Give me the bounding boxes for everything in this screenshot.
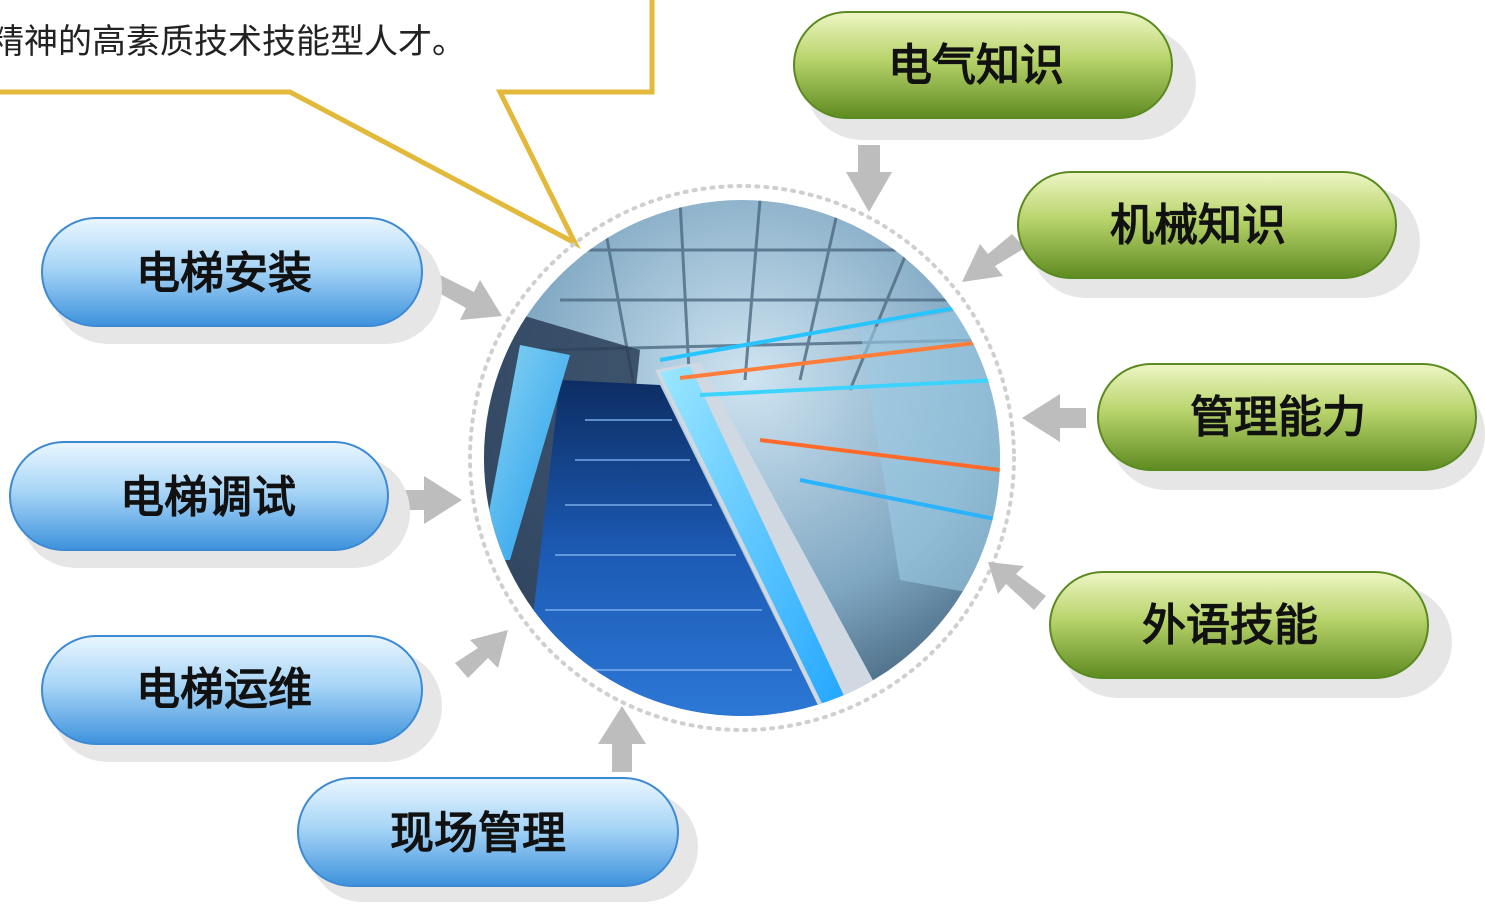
arrow-icon (988, 562, 1046, 610)
pill-jixie-zhishi[interactable]: 机械知识 (1017, 171, 1420, 298)
pill-label: 电梯运维 (136, 664, 312, 715)
pill-label: 机械知识 (1110, 200, 1286, 251)
arrow-right-icon (398, 476, 462, 524)
callout-text: 精神的高素质技术技能型人才。 (0, 22, 466, 62)
right-pills: 电气知识 机械知识 管理能力 外语技能 (793, 11, 1485, 698)
pill-label: 电气知识 (888, 40, 1064, 91)
pill-dianti-tiaoshi[interactable]: 电梯调试 (9, 441, 410, 568)
arrow-up-icon (598, 706, 646, 772)
arrow-down-icon (846, 145, 892, 212)
pill-waiyu-jineng[interactable]: 外语技能 (1049, 571, 1452, 698)
arrow-icon (430, 274, 502, 320)
pill-label: 现场管理 (390, 808, 566, 859)
callout: 精神的高素质技术技能型人才。 (0, 0, 655, 249)
pill-label: 电梯安装 (136, 248, 312, 299)
pill-xianchang-guanli[interactable]: 现场管理 (297, 777, 698, 902)
pill-dianti-anzhuang[interactable]: 电梯安装 (41, 217, 442, 344)
arrow-left-icon (1022, 394, 1086, 442)
pill-dianti-yunwei[interactable]: 电梯运维 (41, 635, 442, 762)
pill-label: 电梯调试 (120, 472, 296, 523)
pill-dianqi-zhishi[interactable]: 电气知识 (793, 11, 1196, 140)
arrow-icon (455, 630, 508, 678)
pill-label: 管理能力 (1190, 392, 1366, 443)
center-ring (468, 184, 1016, 732)
center-image (468, 184, 1016, 732)
pill-label: 外语技能 (1142, 600, 1318, 651)
callout-border (0, 0, 655, 249)
arrows (398, 145, 1086, 772)
arrow-icon (962, 234, 1025, 282)
left-pills: 电梯安装 电梯调试 电梯运维 现场管理 (9, 217, 698, 902)
pill-guanli-nengli[interactable]: 管理能力 (1097, 363, 1485, 490)
escalator-photo-icon (484, 200, 1000, 716)
